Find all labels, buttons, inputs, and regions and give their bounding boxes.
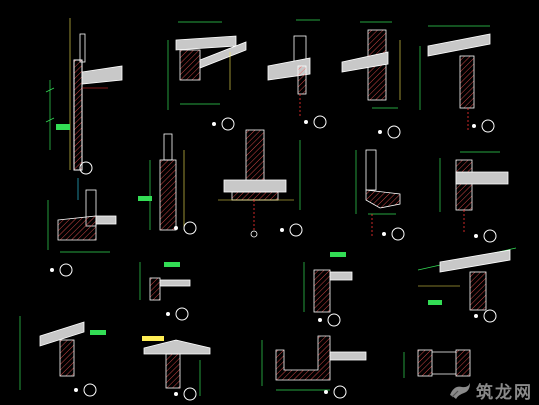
detail-wall-floor-junction-6[interactable]	[138, 133, 197, 235]
detail-bottom-eave-14[interactable]	[19, 316, 106, 397]
detail-tag-group	[50, 120, 478, 396]
detail-eave-bracket-11[interactable]	[139, 262, 191, 321]
detail-eave-column-4[interactable]	[341, 21, 401, 139]
detail-step-base-10[interactable]	[47, 189, 117, 277]
detail-roof-overhang-13[interactable]	[417, 247, 517, 323]
detail-wall-slab-9[interactable]	[439, 151, 509, 243]
detail-parapet-gutter-2[interactable]	[167, 21, 247, 131]
zhulong-bird-logo-icon	[450, 382, 470, 399]
detail-column-footing-7[interactable]	[218, 129, 303, 238]
detail-balcony-12[interactable]	[303, 252, 353, 327]
watermark-text: 筑龙网	[476, 383, 533, 403]
detail-slab-cantilever-3[interactable]	[267, 19, 327, 129]
detail-eave-wall-section-1[interactable]	[45, 18, 123, 200]
detail-window-sill-17[interactable]	[403, 349, 471, 378]
detail-u-channel-16[interactable]	[261, 335, 367, 399]
detail-sloped-roof-eave-5[interactable]	[419, 25, 495, 133]
detail-gutter-notch-8[interactable]	[355, 149, 405, 241]
watermark: 筑龙网	[448, 378, 533, 403]
detail-gable-slab-15[interactable]	[142, 336, 211, 401]
